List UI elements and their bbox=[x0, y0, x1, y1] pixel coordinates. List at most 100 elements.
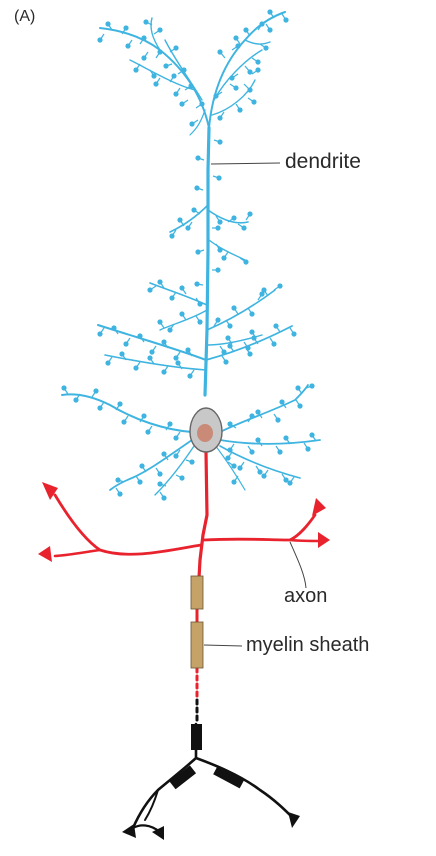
spine-head-43 bbox=[194, 185, 200, 191]
terminal-myelin-3 bbox=[213, 765, 245, 789]
myelin-sheath bbox=[190, 575, 204, 669]
spine-head-90 bbox=[147, 355, 153, 361]
axon-label: axon bbox=[284, 585, 328, 607]
spine-head-32 bbox=[229, 75, 235, 81]
spine-head-47 bbox=[169, 233, 175, 239]
spine-head-52 bbox=[217, 247, 223, 253]
spine-head-127 bbox=[297, 403, 303, 409]
axon-terminal-right-upper bbox=[312, 498, 326, 516]
dendrite-branch-tuft-right-inner bbox=[211, 79, 256, 116]
terminal-twig-2 bbox=[144, 789, 159, 821]
spine-head-78 bbox=[249, 329, 255, 335]
spine-head-63 bbox=[147, 287, 153, 293]
spine-head-88 bbox=[175, 360, 181, 366]
axon-trunk bbox=[197, 450, 209, 580]
spine-head-80 bbox=[173, 355, 179, 361]
spine-head-96 bbox=[247, 351, 253, 357]
spine-head-119 bbox=[179, 475, 185, 481]
spine-head-55 bbox=[215, 225, 221, 231]
spine-head-53 bbox=[221, 255, 227, 261]
spine-head-30 bbox=[255, 59, 261, 65]
dendrite-branch-tuft-left-inner bbox=[129, 59, 196, 91]
spine-head-22 bbox=[235, 43, 241, 49]
spine-head-26 bbox=[267, 27, 273, 33]
spine-head-142 bbox=[287, 480, 293, 486]
spine-head-3 bbox=[125, 43, 131, 49]
spine-head-117 bbox=[117, 491, 123, 497]
spine-head-113 bbox=[157, 471, 163, 477]
spine-head-42 bbox=[216, 175, 222, 181]
spine-head-132 bbox=[255, 437, 261, 443]
spine-head-107 bbox=[97, 405, 103, 411]
spine-head-4 bbox=[141, 35, 147, 41]
axon bbox=[38, 450, 330, 724]
axon-terminal-left-lower bbox=[38, 546, 52, 562]
spine-head-76 bbox=[225, 335, 231, 341]
collateral-right-upper bbox=[202, 513, 317, 542]
spine-head-106 bbox=[117, 401, 123, 407]
spine-head-104 bbox=[141, 413, 147, 419]
terminal-myelin-2 bbox=[169, 765, 197, 790]
spine-head-137 bbox=[225, 455, 231, 461]
dendrite-branch-basal-right-4 bbox=[214, 444, 246, 491]
spine-head-126 bbox=[279, 399, 285, 405]
spine-head-131 bbox=[249, 449, 255, 455]
spine-head-99 bbox=[273, 323, 279, 329]
collateral-left-lower bbox=[53, 548, 102, 558]
spine-head-2 bbox=[123, 25, 129, 31]
spine-head-86 bbox=[97, 331, 103, 337]
spine-head-19 bbox=[199, 101, 205, 107]
spine-head-17 bbox=[188, 83, 194, 89]
dendrite-branch-oblique-right-1 bbox=[207, 209, 249, 224]
spine-head-134 bbox=[283, 435, 289, 441]
spine-head-46 bbox=[177, 217, 183, 223]
spine-head-105 bbox=[121, 419, 127, 425]
spine-head-29 bbox=[263, 45, 269, 51]
spine-head-95 bbox=[227, 343, 233, 349]
terminal-bouton-middle bbox=[152, 826, 164, 840]
spine-head-133 bbox=[277, 449, 283, 455]
spine-head-14 bbox=[173, 45, 179, 51]
spine-head-54 bbox=[243, 259, 249, 265]
spine-head-108 bbox=[93, 388, 99, 394]
spine-head-65 bbox=[179, 311, 185, 317]
spine-head-49 bbox=[231, 215, 237, 221]
spine-head-15 bbox=[163, 63, 169, 69]
spine-head-84 bbox=[123, 341, 129, 347]
spine-head-93 bbox=[105, 360, 111, 366]
dendrite-branch-oblique-right-2 bbox=[208, 239, 246, 261]
dendrite-branch-apical-trunk bbox=[203, 126, 211, 397]
spine-head-136 bbox=[309, 432, 315, 438]
myelin-leader-line bbox=[203, 644, 243, 647]
spine-head-91 bbox=[133, 365, 139, 371]
spine-head-123 bbox=[249, 413, 255, 419]
spine-head-115 bbox=[137, 479, 143, 485]
spine-head-111 bbox=[173, 453, 179, 459]
spine-head-35 bbox=[247, 87, 253, 93]
spine-head-40 bbox=[217, 139, 223, 145]
spine-head-57 bbox=[215, 267, 221, 273]
spine-head-138 bbox=[237, 465, 243, 471]
spine-head-31 bbox=[247, 69, 253, 75]
spine-head-70 bbox=[231, 305, 237, 311]
spine-head-60 bbox=[179, 285, 185, 291]
spine-head-36 bbox=[255, 67, 261, 73]
axon-terminals bbox=[122, 722, 300, 840]
spine-head-44 bbox=[191, 207, 197, 213]
spine-head-59 bbox=[197, 301, 203, 307]
dendrite-branch-oblique-left-1 bbox=[169, 204, 209, 233]
collateral-left-upper bbox=[53, 493, 203, 556]
spine-head-18 bbox=[179, 101, 185, 107]
spine-head-74 bbox=[277, 283, 283, 289]
spine-head-139 bbox=[257, 469, 263, 475]
spine-head-129 bbox=[309, 383, 315, 389]
spine-head-61 bbox=[169, 295, 175, 301]
spine-head-5 bbox=[141, 55, 147, 61]
spine-head-28 bbox=[283, 17, 289, 23]
spine-head-20 bbox=[189, 121, 195, 127]
spine-head-48 bbox=[217, 219, 223, 225]
spine-head-116 bbox=[115, 477, 121, 483]
dendrite-label: dendrite bbox=[285, 150, 361, 173]
dendrite-branch-oblique-right-3 bbox=[206, 289, 276, 331]
